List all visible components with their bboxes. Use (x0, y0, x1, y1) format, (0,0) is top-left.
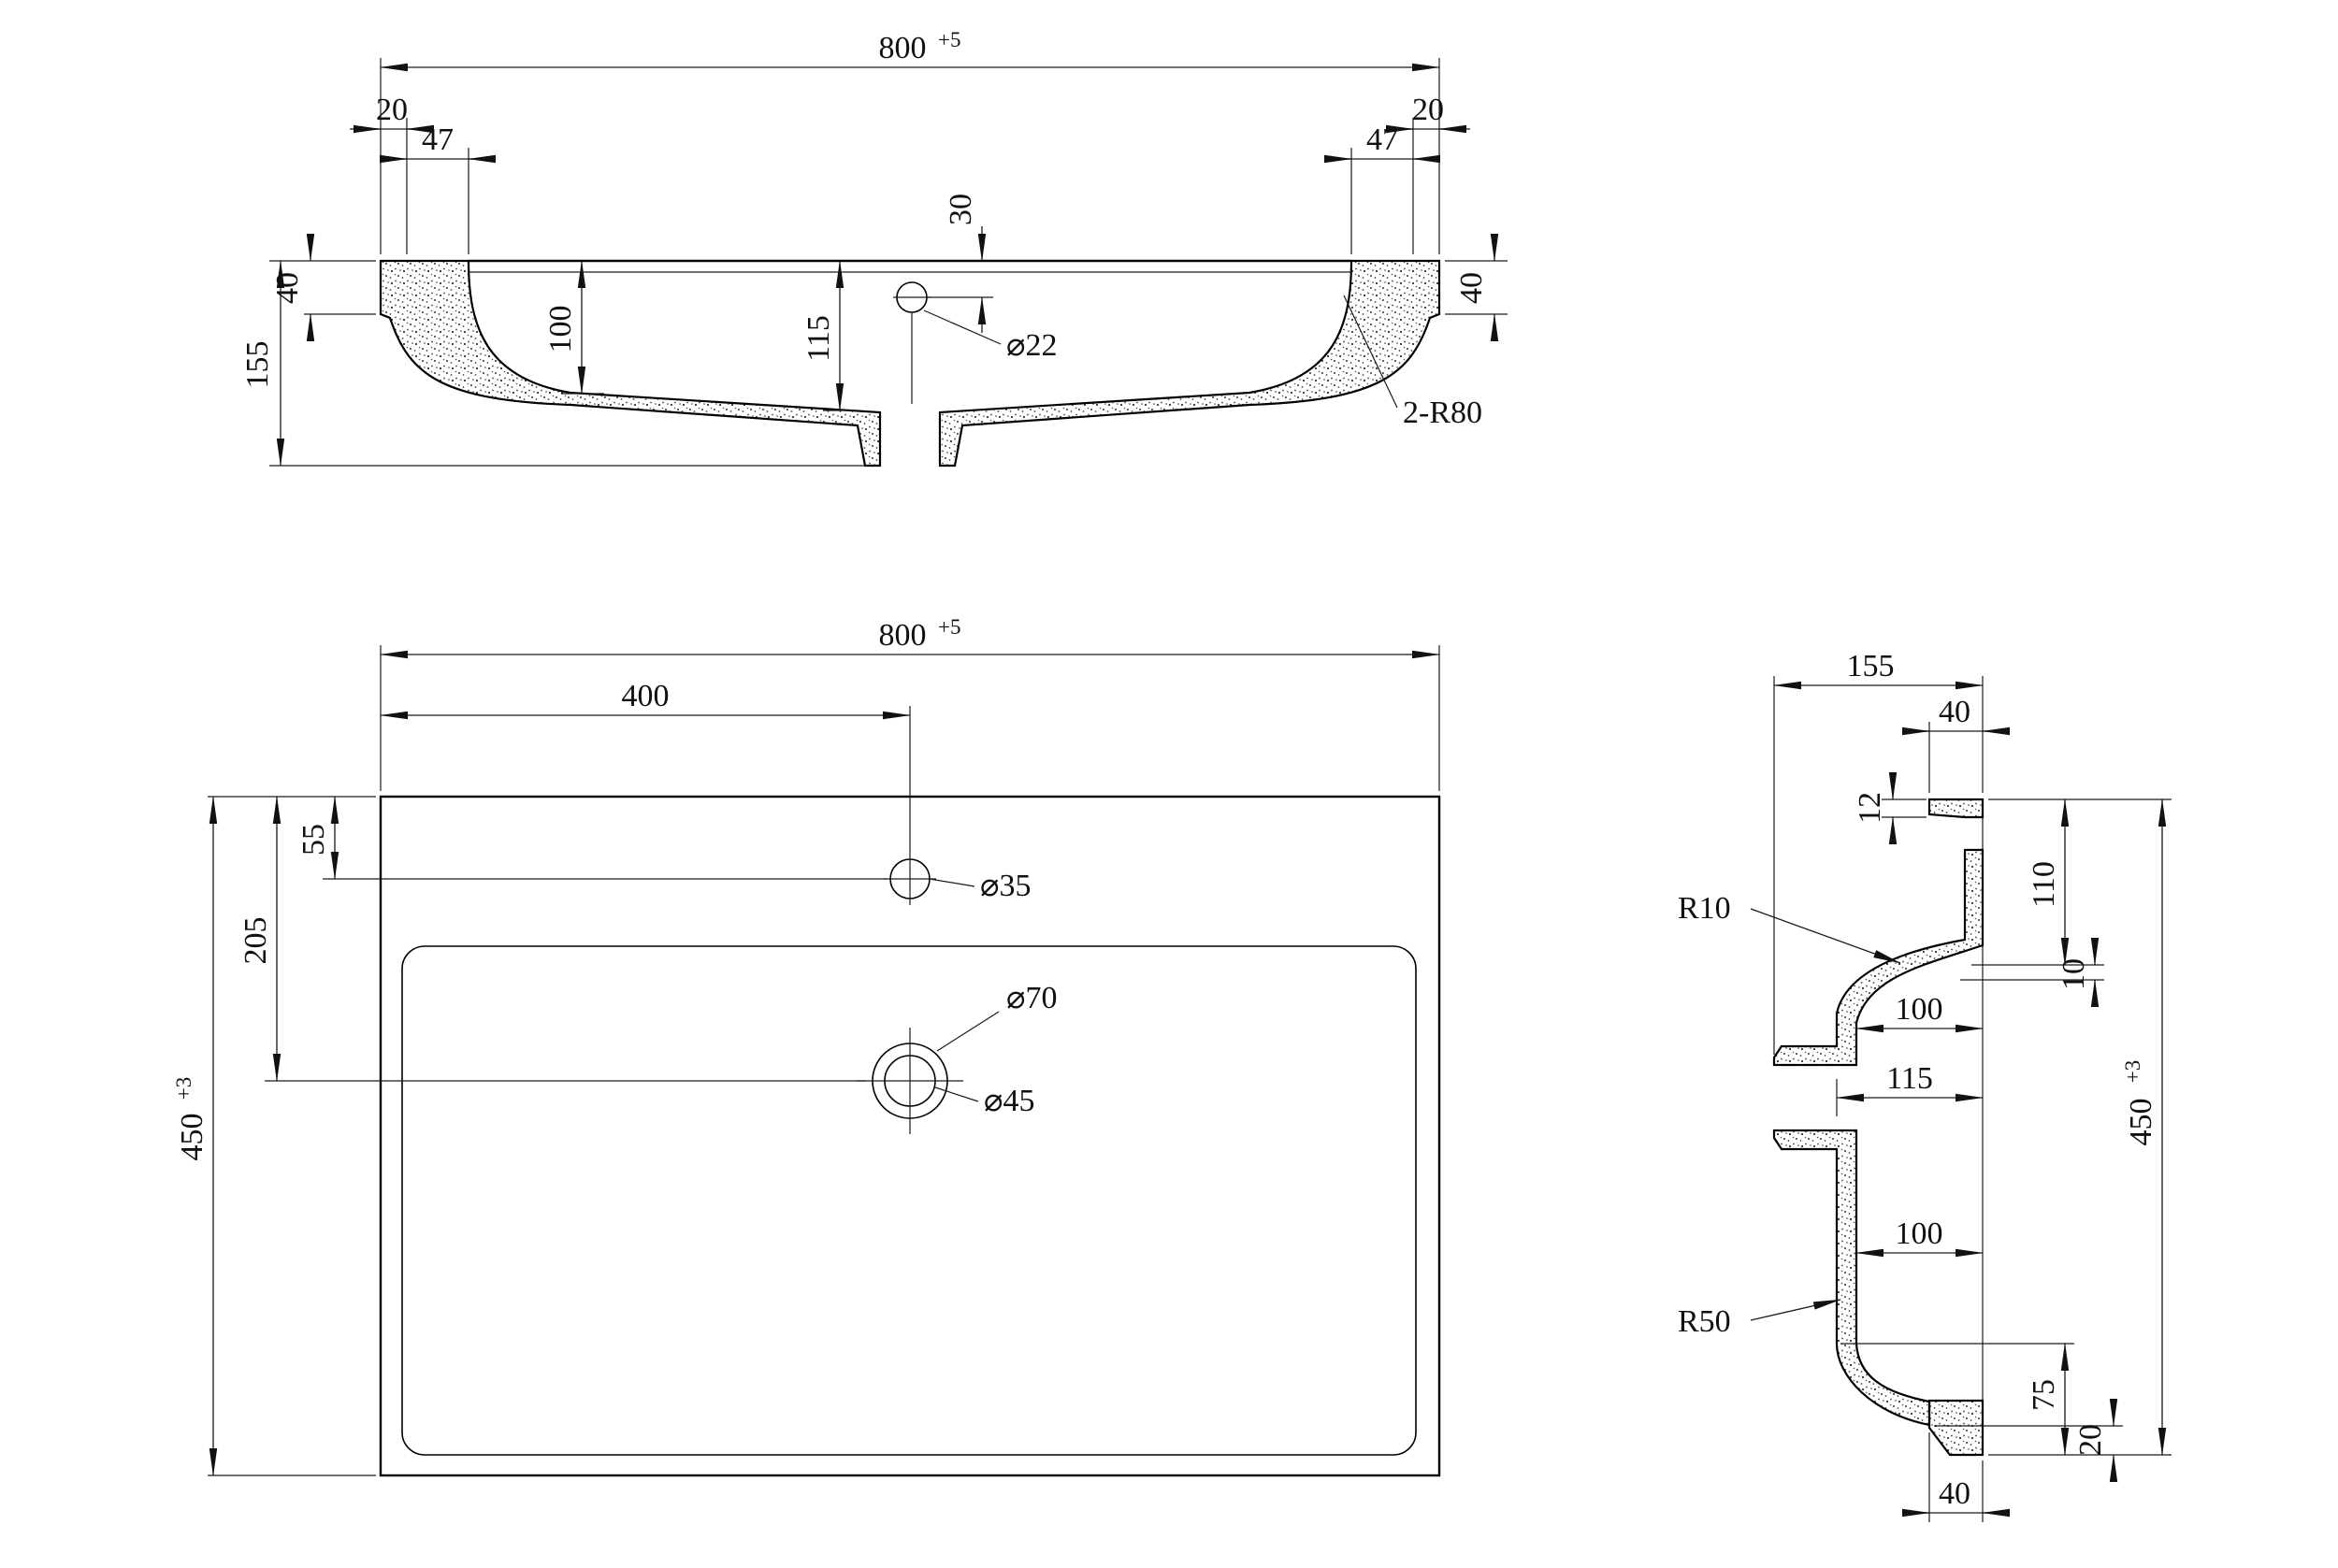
dim-front-width-tol: +5 (938, 28, 960, 51)
label-plan-drain-outer-dia: ⌀70 (936, 981, 1057, 1052)
label-plan-drain-inner-dia: ⌀45 (934, 1084, 1034, 1118)
label-plan-drain-inner-dia-value: ⌀45 (984, 1084, 1034, 1118)
dim-front-left-47: 47 (380, 122, 496, 254)
dim-front-depth-115-value: 115 (801, 315, 836, 362)
dim-front-depth-115: 115 (801, 260, 859, 411)
dim-front-height-155-value: 155 (240, 341, 275, 389)
dim-front-rim40-left: 40 (269, 234, 376, 341)
dim-front-left-47-value: 47 (422, 122, 454, 157)
dim-plan-back-55: 55 (208, 796, 887, 880)
dim-side-front-75-value: 75 (2027, 1379, 2061, 1411)
dim-front-left-20: 20 (350, 93, 434, 254)
dim-front-offset-30-value: 30 (944, 194, 978, 225)
plan-basin-opening (401, 945, 1417, 1456)
label-side-r50: R50 (1678, 1299, 1841, 1339)
dim-side-height-155: 155 (1773, 649, 1984, 1055)
dim-front-right-47: 47 (1324, 122, 1440, 254)
dim-plan-center-400: 400 (380, 679, 911, 853)
dim-plan-drain-205-value: 205 (238, 917, 273, 965)
dim-side-depth100-upper: 100 (1855, 992, 1984, 1033)
dim-side-height-155-value: 155 (1847, 649, 1895, 683)
dim-front-width-value: 800 (879, 31, 927, 65)
side-front-rim-block (1927, 1399, 1984, 1457)
dim-plan-width-value: 800 (879, 618, 927, 653)
dim-plan-back-55-value: 55 (296, 824, 331, 856)
label-front-corner-radius-value: 2-R80 (1403, 396, 1482, 430)
label-plan-faucet-dia: ⌀35 (929, 869, 1031, 903)
dim-side-front-20: 20 (1934, 1399, 2123, 1482)
dim-side-lip-10: 10 (1960, 938, 2104, 1007)
front-wall-right-section (938, 259, 1441, 468)
dim-side-depth-450-value: 450 (2124, 1099, 2158, 1146)
dim-plan-depth-450-tol: +3 (172, 1077, 195, 1100)
dim-front-depth-100-value: 100 (543, 306, 578, 353)
label-side-r10: R10 (1678, 891, 1901, 964)
side-section-view: 155 40 12 110 10 R10 100 (1678, 649, 2172, 1522)
dim-side-depth115: 115 (1836, 1061, 1984, 1116)
side-back-rim-block (1927, 798, 1984, 819)
dim-side-lip-10-value: 10 (2057, 958, 2091, 990)
front-wall-left-section (379, 259, 882, 468)
side-upper-wall-section (1772, 848, 1984, 1067)
dim-side-depth115-value: 115 (1886, 1061, 1933, 1096)
dim-plan-width-tol: +5 (938, 615, 960, 639)
dim-side-back-110-value: 110 (2027, 861, 2061, 908)
dim-plan-width: 800 +5 (380, 615, 1440, 791)
front-section-view: 800 +5 20 47 47 20 40 (240, 28, 1508, 468)
dim-plan-center-400-value: 400 (622, 679, 670, 713)
dim-side-depth100-upper-value: 100 (1896, 992, 1943, 1027)
dim-side-depth-450-tol: +3 (2121, 1060, 2144, 1083)
dim-side-depth100-lower-value: 100 (1896, 1216, 1943, 1251)
label-plan-faucet-dia-value: ⌀35 (980, 869, 1031, 903)
dim-side-depth-450: 450 +3 (1988, 798, 2172, 1456)
dim-front-left-20-value: 20 (376, 93, 408, 127)
dim-front-rim40-right: 40 (1445, 234, 1508, 341)
dim-front-height-155: 155 (240, 260, 868, 467)
dim-front-right-47-value: 47 (1366, 122, 1398, 157)
dim-front-width: 800 +5 (380, 28, 1440, 254)
dim-side-rim40-top-value: 40 (1939, 695, 1970, 729)
side-lower-wall-section (1772, 1129, 1931, 1427)
label-front-hole-dia: ⌀22 (923, 309, 1057, 363)
dim-side-depth100-lower: 100 (1855, 1216, 1984, 1258)
dim-front-offset-30: 30 (927, 194, 993, 333)
dim-side-thk-12-value: 12 (1853, 792, 1887, 824)
label-side-r10-value: R10 (1678, 891, 1731, 926)
dim-plan-depth-450: 450 +3 (172, 796, 376, 1476)
dim-side-thk-12: 12 (1853, 772, 1927, 844)
dim-side-rim40-bottom: 40 (1902, 1432, 2010, 1522)
dim-side-front-20-value: 20 (2073, 1424, 2108, 1456)
dim-side-rim40-bottom-value: 40 (1939, 1476, 1970, 1511)
plan-view: 800 +5 400 55 205 450 +3 ⌀35 ⌀70 ⌀45 (172, 615, 1441, 1477)
dim-front-depth-100: 100 (543, 260, 604, 395)
label-plan-drain-outer-dia-value: ⌀70 (1006, 981, 1057, 1015)
dim-plan-drain-205: 205 (238, 796, 866, 1082)
dim-front-right-20: 20 (1386, 93, 1470, 254)
dim-front-rim40-right-value: 40 (1454, 272, 1489, 304)
label-side-r50-value: R50 (1678, 1304, 1731, 1339)
label-front-hole-dia-value: ⌀22 (1006, 328, 1057, 363)
dim-side-front-75: 75 (1840, 1343, 2074, 1456)
dim-front-rim40-left-value: 40 (270, 272, 305, 304)
dim-plan-depth-450-value: 450 (175, 1114, 209, 1161)
dim-side-back-110: 110 (1971, 798, 2172, 966)
dim-front-right-20-value: 20 (1412, 93, 1444, 127)
label-front-corner-radius: 2-R80 (1343, 295, 1482, 430)
dim-side-rim40-top: 40 (1902, 695, 2010, 793)
